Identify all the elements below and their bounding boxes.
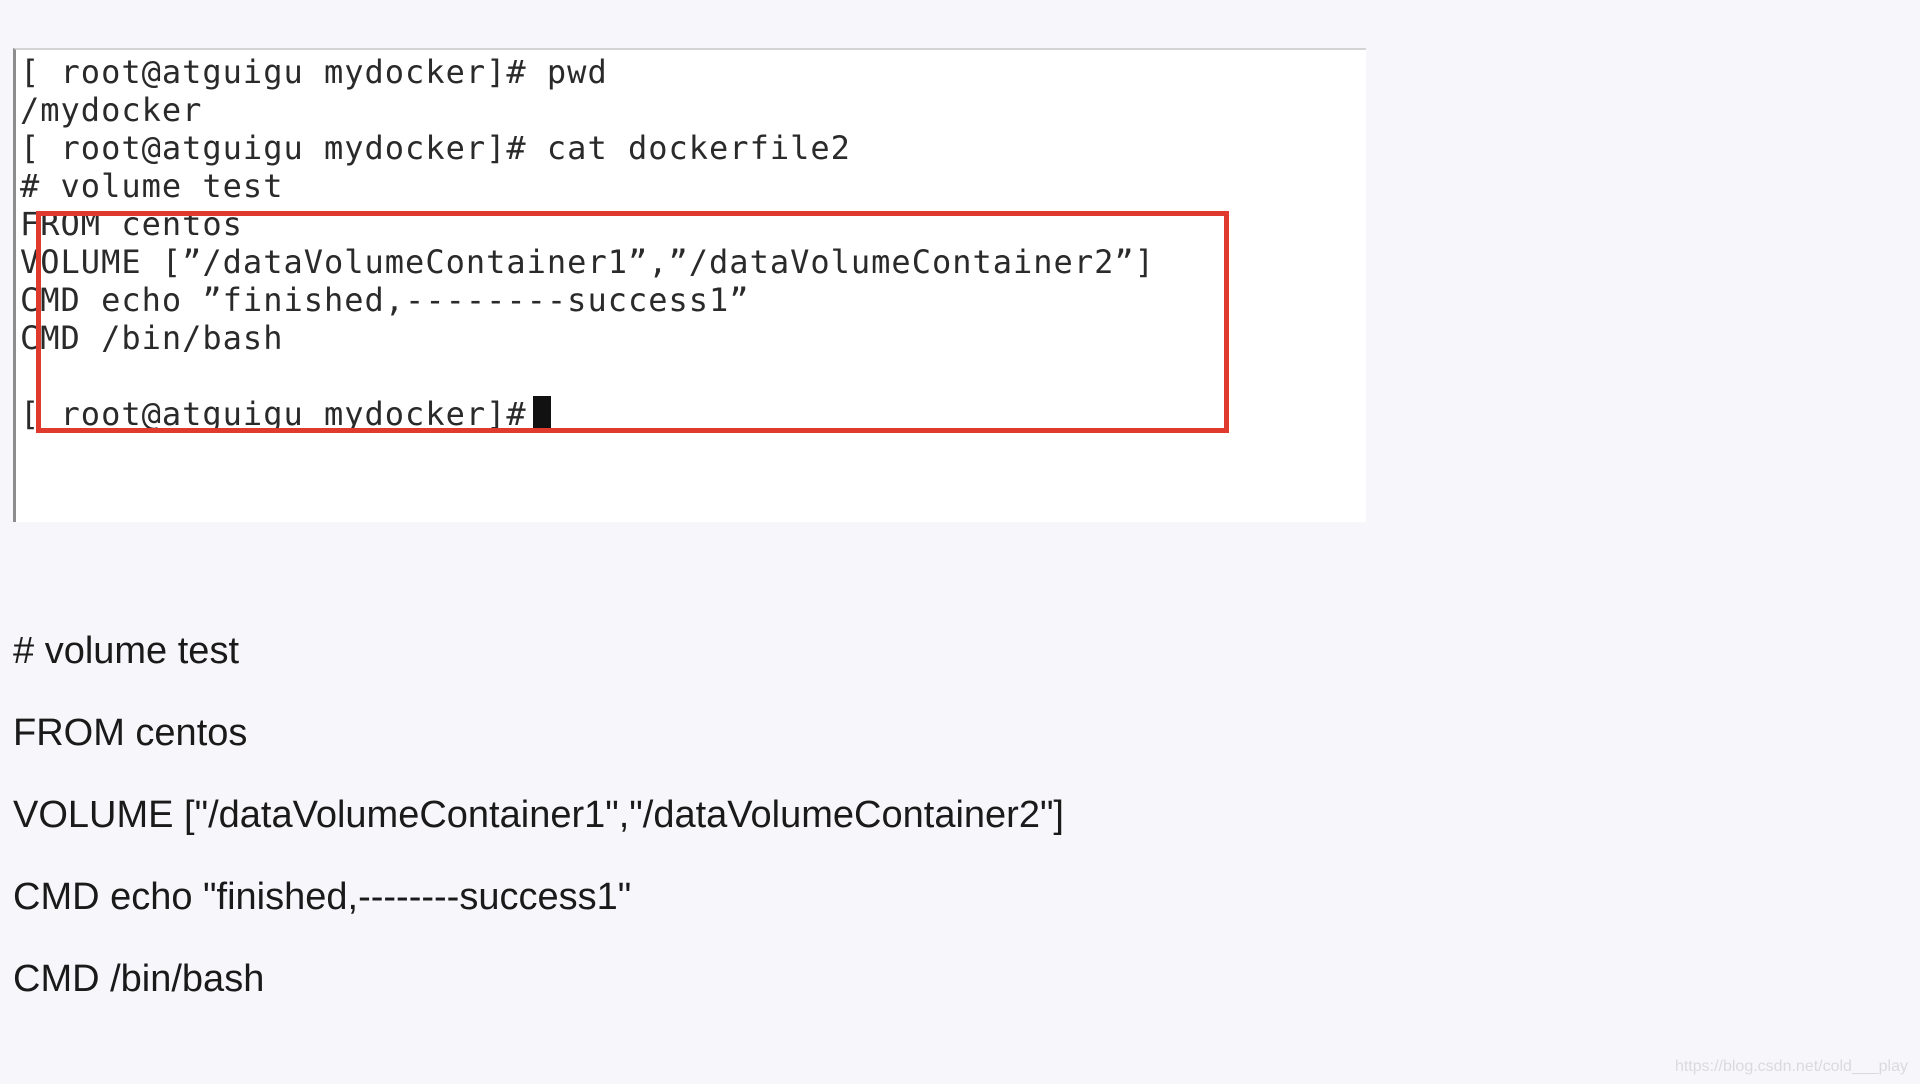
terminal-prompt-line: [ root@atguigu mydocker]# <box>20 395 551 433</box>
terminal-line-cmd-bash: CMD /bin/bash <box>20 319 284 357</box>
terminal-line-comment: # volume test <box>20 167 284 205</box>
doc-line-volume: VOLUME ["/dataVolumeContainer1","/dataVo… <box>13 794 1064 836</box>
terminal-line-cmd-echo: CMD echo ”finished,--------success1” <box>20 281 750 319</box>
doc-line-comment: # volume test <box>13 630 239 672</box>
watermark: https://blog.csdn.net/cold___play <box>1674 1058 1908 1075</box>
terminal-cursor <box>532 396 551 432</box>
terminal-prompt: [ root@atguigu mydocker]# <box>20 395 527 433</box>
doc-line-cmd-echo: CMD echo "finished,--------success1" <box>13 876 632 918</box>
terminal-line-pwd-command: [ root@atguigu mydocker]# pwd <box>20 53 608 91</box>
doc-line-from: FROM centos <box>13 712 248 754</box>
terminal-screenshot: [ root@atguigu mydocker]# pwd /mydocker … <box>13 48 1366 522</box>
doc-line-cmd-bash: CMD /bin/bash <box>13 958 265 1000</box>
terminal-line-from: FROM centos <box>20 205 243 243</box>
terminal-line-cat-command: [ root@atguigu mydocker]# cat dockerfile… <box>20 129 851 167</box>
terminal-line-pwd-output: /mydocker <box>20 91 203 129</box>
terminal-line-volume: VOLUME [”/dataVolumeContainer1”,”/dataVo… <box>20 243 1155 281</box>
